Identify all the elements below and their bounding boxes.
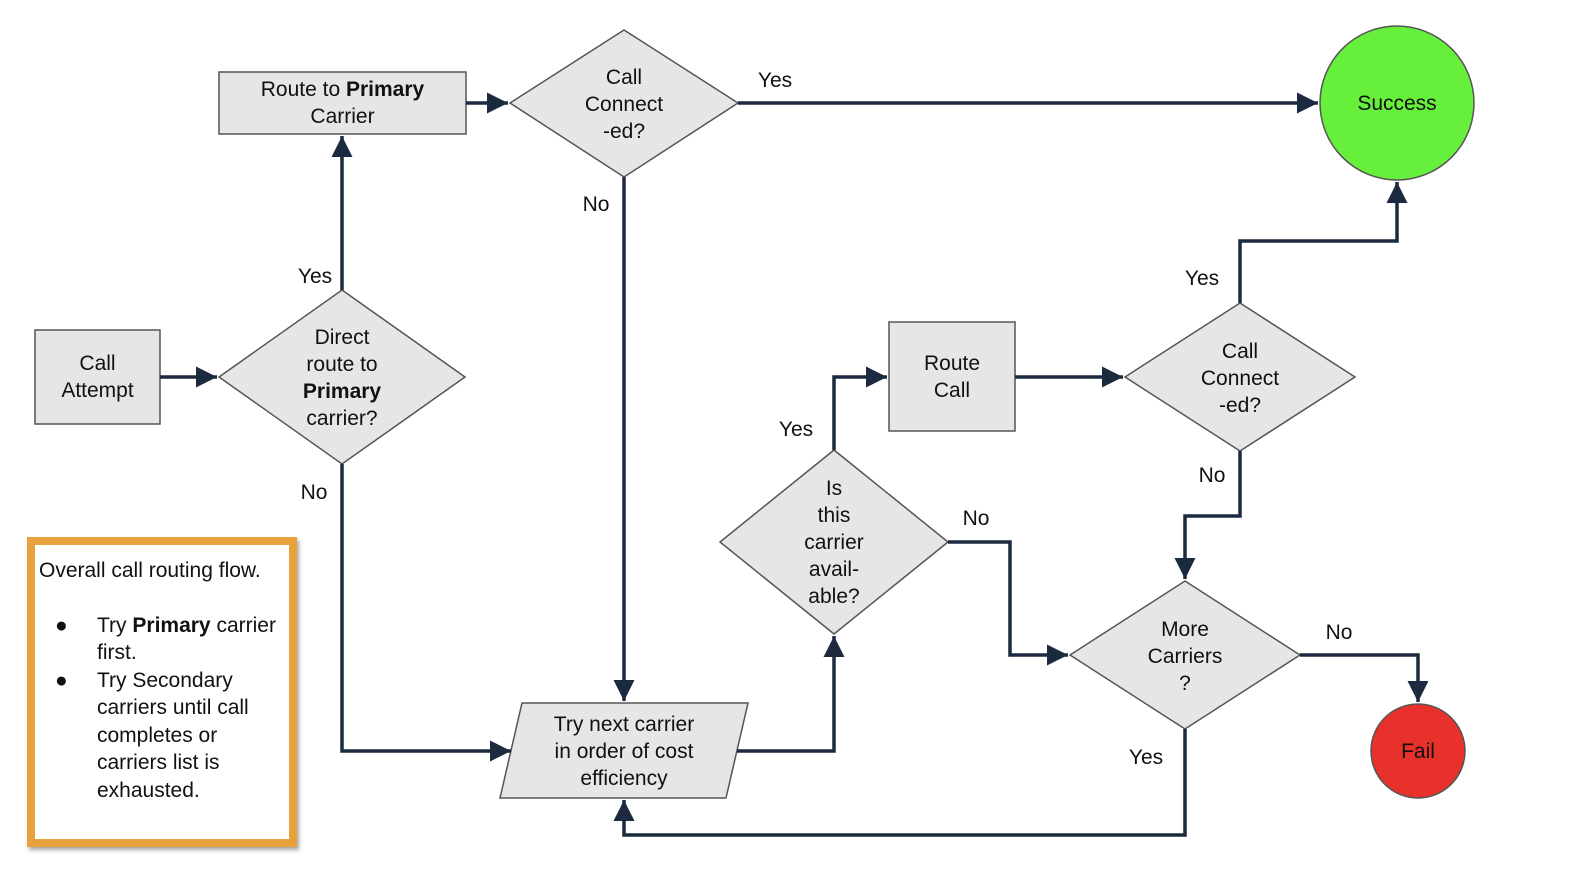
more-carriers-label: More Carriers ? bbox=[1147, 617, 1223, 695]
route-call-box bbox=[888, 321, 1016, 432]
carrier-available-label: Is this carrier avail- able? bbox=[804, 476, 864, 608]
edge-available-yes bbox=[832, 366, 887, 450]
label-available-yes: Yes bbox=[779, 418, 813, 441]
label-direct-yes: Yes bbox=[298, 265, 332, 288]
edge-available-no bbox=[948, 540, 1068, 666]
edge-connected2-no bbox=[1174, 451, 1242, 579]
label-available-no: No bbox=[963, 507, 990, 530]
carrier-available-decision bbox=[718, 449, 950, 635]
call-attempt-box bbox=[34, 329, 161, 425]
label-more-yes: Yes bbox=[1129, 746, 1163, 769]
label-connected1-no: No bbox=[583, 193, 610, 216]
label-connected2-no: No bbox=[1199, 464, 1226, 487]
edge-more-no bbox=[1300, 653, 1429, 702]
route-primary-label: Route to Primary Carrier bbox=[260, 78, 425, 128]
routing-notes-box: Overall call routing flow. ●Try Primary … bbox=[27, 537, 297, 847]
notes-item-primary: ●Try Primary carrier first. bbox=[55, 613, 276, 665]
success-label: Success bbox=[1357, 91, 1437, 115]
call-attempt-label: Call Attempt bbox=[61, 352, 134, 402]
route-call-label: Route Call bbox=[923, 351, 981, 402]
route-primary-box bbox=[218, 71, 467, 135]
call-connected-2-label: Call Connect -ed? bbox=[1200, 339, 1280, 417]
notes-item-secondary: ●Try Secondary carriers until call compl… bbox=[55, 668, 249, 802]
edge-connected2-yes bbox=[1238, 182, 1408, 303]
label-more-no: No bbox=[1326, 621, 1353, 644]
notes-list: ●Try Primary carrier first. ●Try Seconda… bbox=[39, 612, 289, 805]
direct-route-label: Direct route to Primary carrier? bbox=[302, 326, 382, 430]
fail-node bbox=[1370, 703, 1466, 799]
success-node bbox=[1319, 25, 1475, 181]
fail-label: Fail bbox=[1401, 739, 1435, 763]
try-next-carrier-box bbox=[499, 702, 749, 799]
notes-heading: Overall call routing flow. bbox=[39, 559, 261, 582]
bullet-icon: ● bbox=[55, 668, 68, 692]
edge-trynext-to-available bbox=[737, 636, 845, 753]
label-connected2-yes: Yes bbox=[1185, 267, 1219, 290]
label-connected1-yes: Yes bbox=[758, 69, 792, 92]
try-next-carrier-label: Try next carrier in order of cost effici… bbox=[553, 712, 695, 790]
label-direct-no: No bbox=[301, 481, 328, 504]
edge-more-yes bbox=[613, 729, 1187, 837]
call-connected-1-label: Call Connect -ed? bbox=[584, 65, 664, 143]
edge-direct-no bbox=[340, 464, 511, 762]
bullet-icon: ● bbox=[55, 613, 68, 637]
